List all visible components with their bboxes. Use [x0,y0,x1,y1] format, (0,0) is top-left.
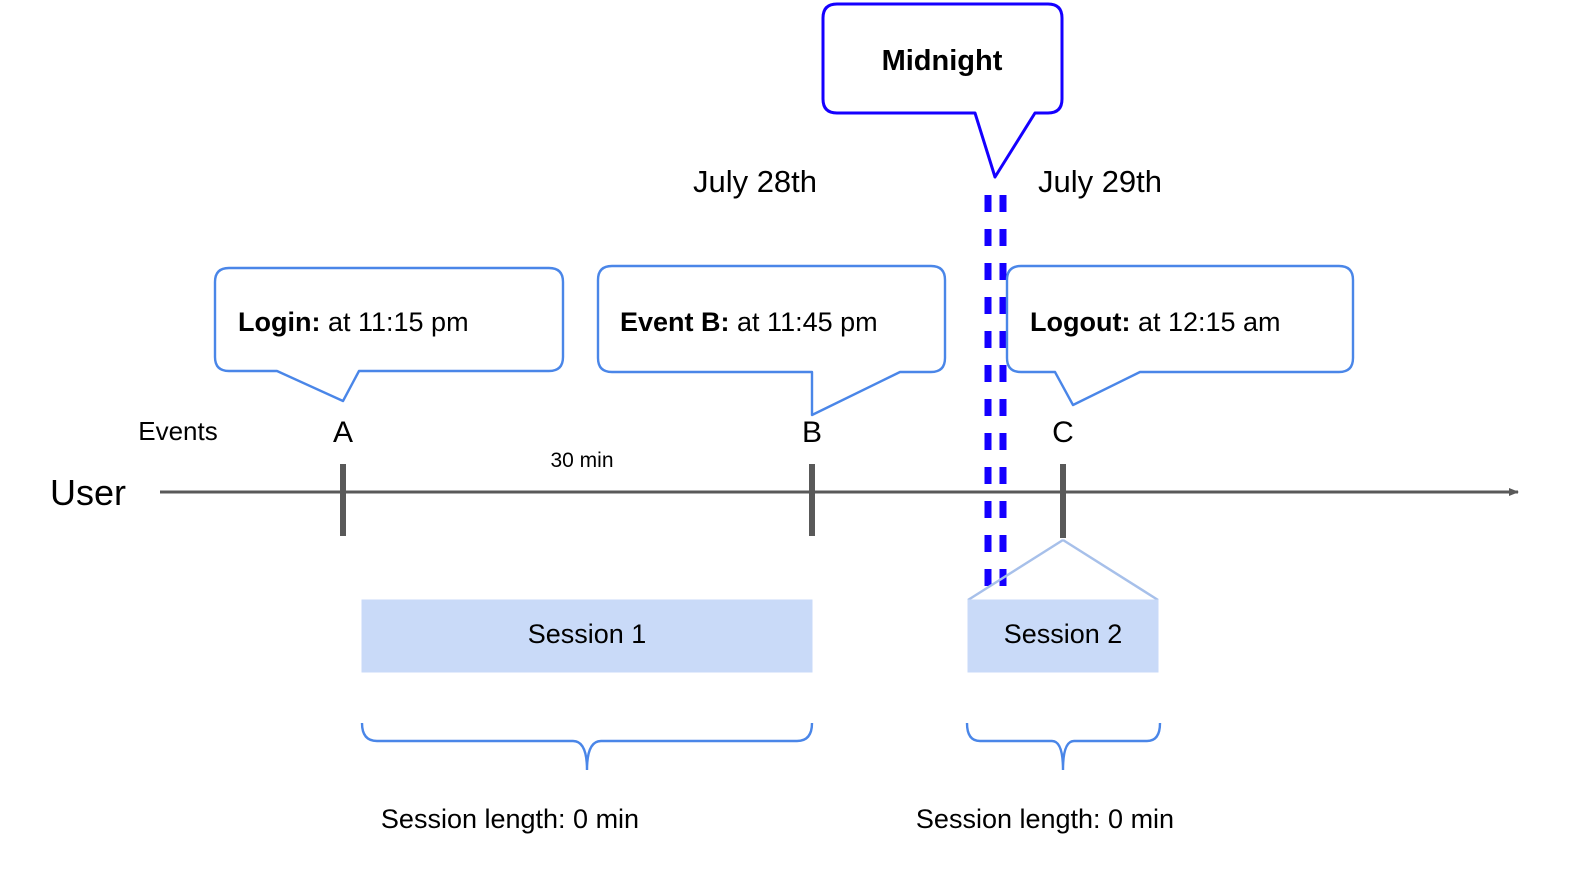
logout-callout-text: Logout: at 12:15 am [1030,307,1281,337]
session-1-brace [360,722,814,771]
event-b-callout-rest: at 11:45 pm [730,307,878,337]
midnight-divider-lines [984,195,1007,592]
session-box-2[interactable]: Session 2 [967,599,1159,673]
event-callout-event-b[interactable]: Event B: at 11:45 pm [596,264,947,417]
session-2-connector-left [967,538,1064,602]
login-callout-text: Login: at 11:15 pm [238,307,469,337]
event-b-callout-text: Event B: at 11:45 pm [620,307,878,337]
logout-callout-bubble [1005,264,1355,407]
session-box-1[interactable]: Session 1 [361,599,813,673]
session-1-label: Session 1 [528,619,647,649]
midnight-callout-bubble [821,2,1064,179]
logout-callout-bold: Logout: [1030,307,1130,337]
midnight-callout[interactable]: Midnight [821,2,1064,179]
session-2-connector-right [1062,538,1159,602]
session-2-brace [965,722,1162,771]
event-b-callout-bubble [596,264,947,417]
session-1-length-label: Session length: 0 min [381,804,639,834]
login-callout-rest: at 11:15 pm [320,307,468,337]
login-callout-bold: Login: [238,307,320,337]
logout-callout-rest: at 12:15 am [1130,307,1280,337]
session-2-label: Session 2 [1004,619,1123,649]
event-b-callout-bold: Event B: [620,307,730,337]
date-label-july-28: July 28th [693,164,817,199]
marker-label-a: A [333,416,353,449]
session-1-rect [361,599,813,673]
date-label-july-29: July 29th [1038,164,1162,199]
events-lane-label: Events [138,416,218,446]
event-callout-logout[interactable]: Logout: at 12:15 am [1005,264,1355,407]
user-lane-label: User [50,472,126,513]
midnight-label: Midnight [882,45,1003,77]
login-callout-bubble [213,266,565,403]
session-2-length-label: Session length: 0 min [916,804,1174,834]
marker-label-c: C [1052,416,1074,449]
interval-label-30-min: 30 min [550,449,613,472]
marker-label-b: B [802,416,822,449]
session-2-connector-lines [967,538,1159,602]
session-2-rect [967,599,1159,673]
event-callout-login[interactable]: Login: at 11:15 pm [213,266,565,403]
